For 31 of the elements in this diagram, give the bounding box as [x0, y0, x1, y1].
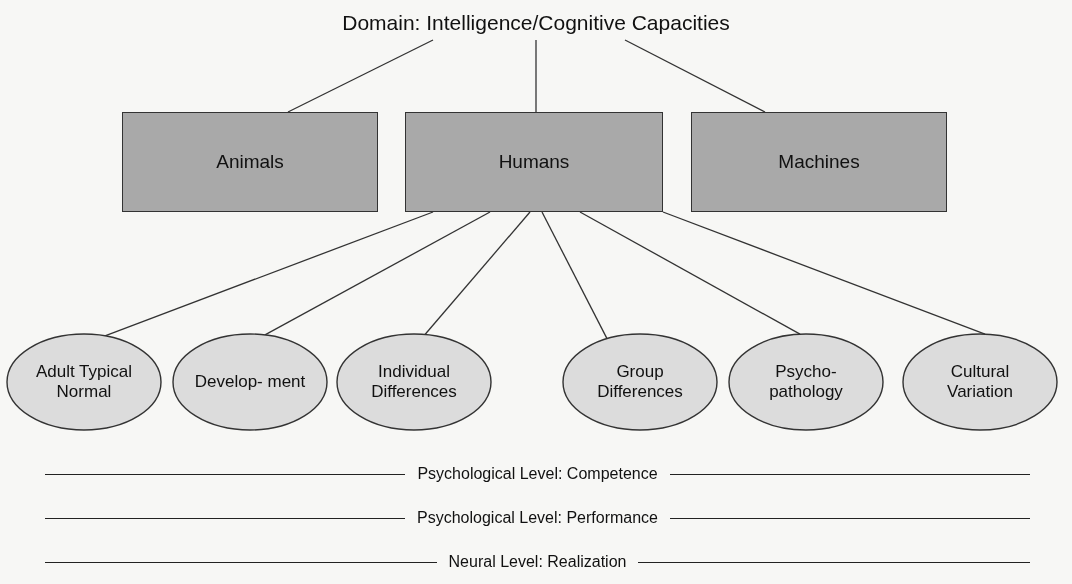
- level-label: Psychological Level: Competence: [416, 465, 659, 483]
- subcategory-ellipse: [172, 333, 328, 431]
- subcategory-ellipse: [336, 333, 492, 431]
- connector-line: [535, 39, 537, 113]
- node-label: Psycho- pathology: [768, 362, 844, 402]
- connector-line: [104, 211, 434, 337]
- connector-line: [264, 211, 491, 336]
- node-label: Group Differences: [596, 362, 684, 402]
- connector-line: [624, 39, 766, 113]
- subcategory-ellipse: [562, 333, 718, 431]
- node-label: Machines: [778, 151, 860, 173]
- node-label: Individual Differences: [370, 362, 458, 402]
- category-box: [405, 112, 663, 212]
- category-box: [691, 112, 947, 212]
- node-label: Cultural Variation: [946, 362, 1014, 402]
- connector-line: [424, 211, 531, 336]
- node-label: Adult Typical Normal: [34, 362, 134, 402]
- category-box: [122, 112, 378, 212]
- subcategory-ellipse: [728, 333, 884, 431]
- subcategory-ellipse: [6, 333, 162, 431]
- node-label: Animals: [216, 151, 284, 173]
- level-label: Psychological Level: Performance: [416, 509, 659, 527]
- node-label: Domain: Intelligence/Cognitive Capacities: [342, 11, 730, 35]
- connector-line: [662, 211, 986, 335]
- node-label: Develop- ment: [194, 372, 306, 392]
- level-label: Neural Level: Realization: [447, 553, 628, 571]
- connector-line: [541, 211, 608, 340]
- connector-line: [287, 39, 434, 113]
- node-label: Humans: [498, 151, 570, 173]
- subcategory-ellipse: [902, 333, 1058, 431]
- connector-line: [579, 211, 801, 335]
